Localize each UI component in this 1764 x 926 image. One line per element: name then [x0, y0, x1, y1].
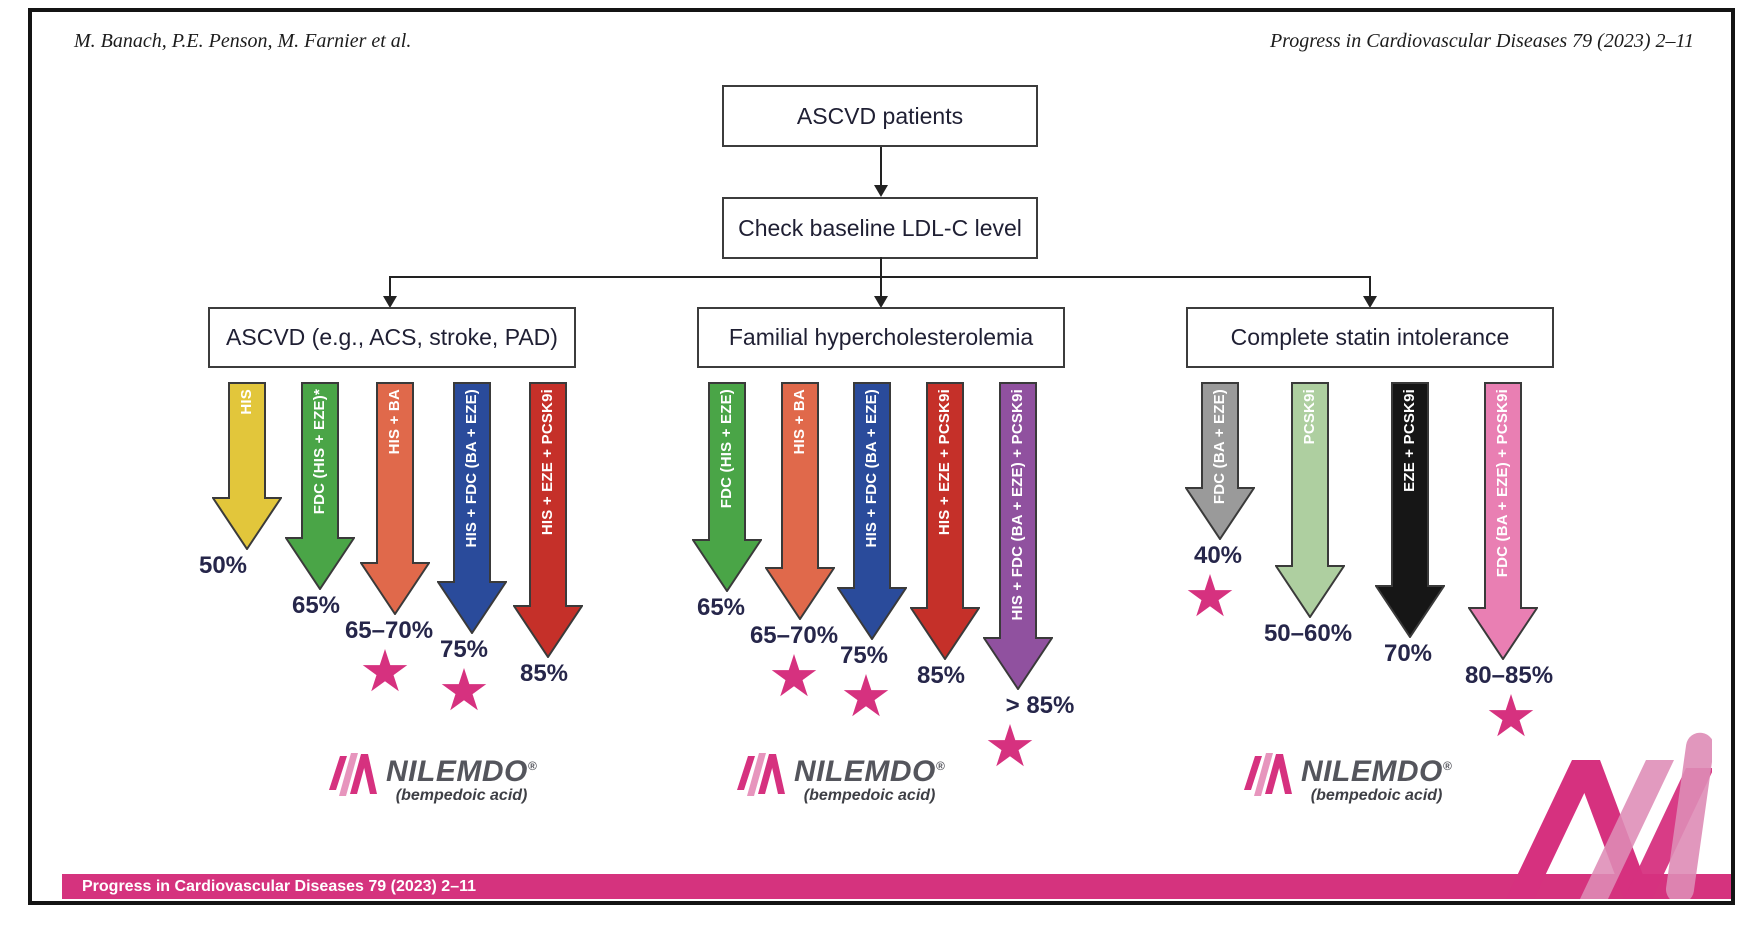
treatment-arrow-eze-pcsk9i: EZE + PCSK9i — [1374, 382, 1446, 639]
connector-line — [1369, 276, 1371, 297]
down-arrow-shape — [1467, 382, 1539, 661]
ldl-reduction-percent: 75% — [439, 636, 489, 663]
connector-line — [880, 147, 882, 186]
header-journal-ref: Progress in Cardiovascular Diseases 79 (… — [1269, 30, 1694, 52]
nilemdo-logo: NILEMDO®(bempedoic acid) — [1242, 750, 1492, 805]
flow-box-check-ldl: Check baseline LDL-C level — [722, 197, 1038, 259]
down-arrow-shape — [982, 382, 1054, 691]
down-arrow-shape — [1374, 382, 1446, 639]
registered-mark: ® — [527, 759, 538, 773]
ldl-reduction-percent: 65% — [291, 592, 341, 619]
logo-subtitle: (bempedoic acid) — [1310, 787, 1443, 804]
ldl-reduction-percent: 50% — [198, 552, 248, 579]
down-arrow-shape — [691, 382, 763, 593]
down-arrow-shape — [211, 382, 283, 551]
treatment-arrow-fdc-his-eze: FDC (HIS + EZE)* — [284, 382, 356, 591]
connector-line — [880, 276, 882, 297]
star-icon: ★ — [1485, 684, 1537, 749]
nilemdo-zigzag-mark-icon — [1244, 753, 1292, 796]
arrow-label: EZE + PCSK9i — [1401, 389, 1418, 492]
ldl-reduction-percent: 85% — [519, 660, 569, 687]
header-authors: M. Banach, P.E. Penson, M. Farnier et al… — [74, 30, 412, 52]
ldl-reduction-percent: 50–60% — [1263, 620, 1353, 647]
journal-banner: Progress in Cardiovascular Diseases 79 (… — [62, 874, 1731, 899]
arrow-label: HIS + FDC (BA + EZE) — [463, 389, 480, 548]
star-icon: ★ — [768, 644, 820, 709]
down-arrow-shape — [836, 382, 908, 641]
arrow-label: FDC (BA + EZE) + PCSK9i — [1494, 389, 1511, 578]
logo-subtitle: (bempedoic acid) — [395, 787, 528, 804]
ldl-reduction-percent: 65–70% — [344, 617, 434, 644]
ldl-reduction-percent: 75% — [839, 642, 889, 669]
logo-brand-text: NILEMDO® — [1301, 755, 1453, 788]
ldl-reduction-percent: 85% — [916, 662, 966, 689]
registered-mark: ® — [935, 759, 946, 773]
treatment-arrow-fdc-ba-eze-pcsk9i: FDC (BA + EZE) + PCSK9i — [1467, 382, 1539, 661]
nilemdo-zigzag-mark-icon — [737, 753, 785, 796]
star-icon: ★ — [359, 639, 411, 704]
ldl-reduction-percent: 70% — [1383, 640, 1433, 667]
down-arrow-shape — [764, 382, 836, 621]
treatment-arrow-his-eze-pcsk9i: HIS + EZE + PCSK9i — [909, 382, 981, 661]
arrow-label: HIS + FDC (BA + EZE) — [863, 389, 880, 548]
nilemdo-logo: NILEMDO®(bempedoic acid) — [327, 750, 577, 805]
brand-ribbon-graphic — [1506, 732, 1712, 899]
arrow-label: HIS + EZE + PCSK9i — [936, 389, 953, 536]
down-arrowhead-icon — [383, 296, 397, 308]
star-icon: ★ — [438, 658, 490, 723]
group-box-complete-statin-intolerance: Complete statin intolerance — [1186, 307, 1554, 368]
arrow-label: FDC (HIS + EZE) — [718, 389, 735, 509]
arrow-label: FDC (BA + EZE) — [1211, 389, 1228, 505]
down-arrow-shape — [909, 382, 981, 661]
arrow-label: HIS — [238, 389, 255, 415]
ldl-reduction-percent: 65–70% — [749, 622, 839, 649]
treatment-arrow-fdc-his-eze: FDC (HIS + EZE) — [691, 382, 763, 593]
connector-line — [389, 276, 391, 297]
arrow-label: FDC (HIS + EZE)* — [311, 389, 328, 515]
logo-brand-text: NILEMDO® — [794, 755, 946, 788]
arrow-label: HIS + FDC (BA + EZE) + PCSK9i — [1009, 389, 1026, 621]
star-icon: ★ — [984, 714, 1036, 779]
group-box-ascvd-e-g-acs-stroke-pad: ASCVD (e.g., ACS, stroke, PAD) — [208, 307, 576, 368]
down-arrow-shape — [1184, 382, 1256, 541]
connector-line — [880, 257, 882, 278]
down-arrowhead-icon — [874, 185, 888, 197]
ldl-reduction-percent: 40% — [1193, 542, 1243, 569]
nilemdo-logo: NILEMDO®(bempedoic acid) — [735, 750, 985, 805]
down-arrow-shape — [1274, 382, 1346, 619]
arrow-label: HIS + BA — [791, 389, 808, 455]
down-arrow-shape — [512, 382, 584, 659]
treatment-arrow-his-ba: HIS + BA — [764, 382, 836, 621]
treatment-arrow-his-fdc-ba-eze: HIS + FDC (BA + EZE) — [836, 382, 908, 641]
treatment-arrow-fdc-ba-eze: FDC (BA + EZE) — [1184, 382, 1256, 541]
nilemdo-zigzag-mark-icon — [329, 753, 377, 796]
logo-subtitle: (bempedoic acid) — [803, 787, 936, 804]
down-arrow-shape — [359, 382, 431, 616]
star-icon: ★ — [1184, 564, 1236, 629]
arrow-label: HIS + EZE + PCSK9i — [539, 389, 556, 536]
treatment-arrow-his-fdc-ba-eze-pcsk9i: HIS + FDC (BA + EZE) + PCSK9i — [982, 382, 1054, 691]
treatment-arrow-his-ba: HIS + BA — [359, 382, 431, 616]
flow-box-ascvd-patients: ASCVD patients — [722, 85, 1038, 147]
treatment-arrow-his-fdc-ba-eze: HIS + FDC (BA + EZE) — [436, 382, 508, 635]
treatment-arrow-pcsk9i: PCSK9i — [1274, 382, 1346, 619]
ldl-reduction-percent: 65% — [696, 594, 746, 621]
treatment-arrow-his-eze-pcsk9i: HIS + EZE + PCSK9i — [512, 382, 584, 659]
logo-brand-text: NILEMDO® — [386, 755, 538, 788]
down-arrowhead-icon — [1363, 296, 1377, 308]
arrow-label: HIS + BA — [386, 389, 403, 455]
down-arrowhead-icon — [874, 296, 888, 308]
ldl-reduction-percent: > 85% — [1005, 692, 1075, 719]
down-arrow-shape — [284, 382, 356, 591]
group-box-familial-hypercholesterolemia: Familial hypercholesterolemia — [697, 307, 1065, 368]
down-arrow-shape — [436, 382, 508, 635]
treatment-arrow-his: HIS — [211, 382, 283, 551]
registered-mark: ® — [1442, 759, 1453, 773]
star-icon: ★ — [840, 664, 892, 729]
ldl-reduction-percent: 80–85% — [1464, 662, 1554, 689]
arrow-label: PCSK9i — [1301, 389, 1318, 445]
